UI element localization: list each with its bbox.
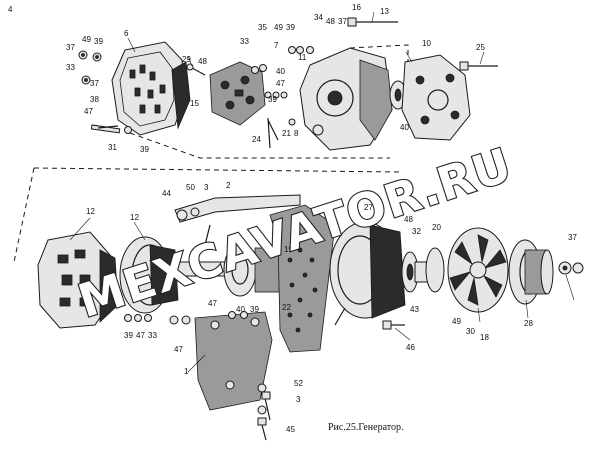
label-10: 10 bbox=[422, 39, 431, 48]
front-housing-part-27 bbox=[329, 221, 406, 326]
regulator-block-part-15 bbox=[186, 61, 266, 126]
label-15: 15 bbox=[190, 99, 199, 108]
label-3: 3 bbox=[296, 395, 301, 404]
label-19: 19 bbox=[284, 245, 293, 254]
label-40a: 40 bbox=[276, 67, 285, 76]
label-44: 46 bbox=[406, 343, 415, 352]
label-8: 8 bbox=[294, 129, 299, 138]
dashed-guides bbox=[13, 44, 409, 263]
belt-guard-part-25 bbox=[269, 204, 336, 353]
label-33b: 33 bbox=[240, 37, 249, 46]
label-13: 12 bbox=[130, 213, 139, 222]
label-12: 12 bbox=[86, 207, 95, 216]
lower-assembly bbox=[37, 194, 584, 441]
rectifier-cover-part-6 bbox=[111, 41, 191, 136]
fan-part-18 bbox=[447, 227, 509, 313]
label-24: 24 bbox=[252, 135, 261, 144]
label-31: 31 bbox=[108, 143, 117, 152]
label-48b: 48 bbox=[326, 17, 335, 26]
label-27: 27 bbox=[364, 203, 373, 212]
label-47b: 47 bbox=[276, 79, 285, 88]
label-16: 16 bbox=[352, 3, 361, 12]
cover-housing-part-12 bbox=[37, 231, 119, 329]
label-20: 20 bbox=[432, 223, 441, 232]
mounting-bracket-part-1 bbox=[194, 311, 273, 411]
corner-mark: 4 bbox=[8, 5, 13, 14]
label-39a: 39 bbox=[94, 37, 103, 46]
label-32: 32 bbox=[412, 227, 421, 236]
top-assembly bbox=[78, 17, 498, 151]
label-51a: 52 bbox=[294, 379, 303, 388]
callout-numbers: 6 37 49 39 33 37 38 47 31 39 29 48 15 33… bbox=[66, 3, 577, 434]
label-46: 47 bbox=[174, 345, 183, 354]
center-washers bbox=[251, 46, 314, 141]
label-39b: 39 bbox=[286, 23, 295, 32]
label-11: 13 bbox=[380, 7, 389, 16]
label-30: 30 bbox=[466, 327, 475, 336]
bottom-bolts bbox=[257, 320, 405, 441]
left-nuts bbox=[78, 50, 132, 134]
top-bolts bbox=[267, 17, 498, 149]
label-34: 34 bbox=[314, 13, 323, 22]
label-50: 50 bbox=[186, 183, 195, 192]
label-6: 6 bbox=[124, 29, 129, 38]
label-49a: 49 bbox=[82, 35, 91, 44]
label-28: 28 bbox=[524, 319, 533, 328]
label-35: 35 bbox=[258, 23, 267, 32]
figure-caption: Рис.25.Генератор. bbox=[328, 422, 404, 433]
label-48c: 48 bbox=[404, 215, 413, 224]
label-18: 18 bbox=[480, 333, 489, 342]
label-26: 11 bbox=[298, 53, 307, 62]
label-9: 7 bbox=[274, 41, 279, 50]
label-29: 29 bbox=[182, 55, 191, 64]
bracket-fasteners bbox=[124, 311, 248, 325]
label-33c: 33 bbox=[148, 331, 157, 340]
label-49c: 49 bbox=[452, 317, 461, 326]
label-43: 45 bbox=[286, 425, 295, 434]
label-5: 3 bbox=[204, 183, 209, 192]
label-37d: 39 bbox=[124, 331, 133, 340]
label-37a: 38 bbox=[90, 95, 99, 104]
label-40c: 40 bbox=[236, 305, 245, 314]
label-36b: 37 bbox=[90, 79, 99, 88]
leader-lines bbox=[69, 11, 575, 373]
label-39c: 39 bbox=[250, 305, 259, 314]
pulley-part-28 bbox=[508, 239, 554, 305]
label-25: 22 bbox=[282, 303, 291, 312]
label-1: 1 bbox=[184, 367, 189, 376]
label-48a: 48 bbox=[198, 57, 207, 66]
label-47c: 47 bbox=[136, 331, 145, 340]
brush-cover-right bbox=[401, 54, 471, 141]
label-41: 43 bbox=[410, 305, 419, 314]
tension-arm-part-2 bbox=[174, 194, 301, 246]
label-40b: 40 bbox=[400, 123, 409, 132]
label-22: 25 bbox=[476, 43, 485, 52]
label-47a: 47 bbox=[84, 107, 93, 116]
label-21: 21 bbox=[282, 129, 291, 138]
spacer-part-20 bbox=[425, 247, 445, 293]
bearing-part-41 bbox=[401, 251, 430, 293]
label-45: 47 bbox=[208, 299, 217, 308]
label-2: 2 bbox=[226, 181, 231, 190]
rear-housing bbox=[299, 47, 393, 151]
shaft-nut bbox=[558, 261, 584, 275]
label-38: 37 bbox=[338, 17, 347, 26]
label-37c: 39 bbox=[268, 95, 277, 104]
stator-part-13 bbox=[119, 236, 179, 314]
label-49b: 49 bbox=[274, 23, 283, 32]
label-36a: 37 bbox=[66, 43, 75, 52]
label-42: 44 bbox=[162, 189, 171, 198]
label-36c: 37 bbox=[568, 233, 577, 242]
label-37b: 39 bbox=[140, 145, 149, 154]
label-33a: 33 bbox=[66, 63, 75, 72]
